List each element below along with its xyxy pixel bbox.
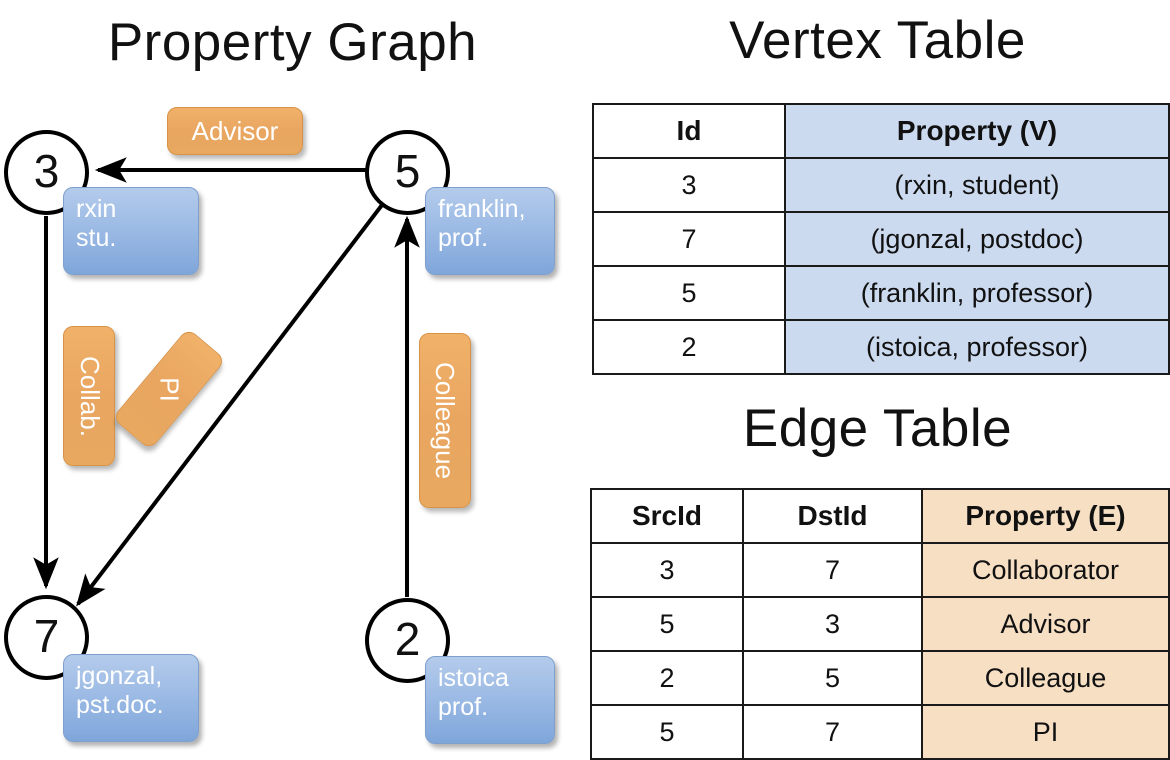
graph-node-7-id: 7 bbox=[33, 610, 60, 662]
edge-cell-dst: 7 bbox=[742, 704, 923, 760]
vertex-cell-property: (jgonzal, postdoc) bbox=[784, 211, 1170, 267]
edge-table-header-srcid: SrcId bbox=[590, 488, 744, 544]
table-row[interactable]: 2 5 Colleague bbox=[590, 650, 1170, 706]
graph-node-5[interactable]: 5 bbox=[365, 130, 450, 215]
graph-node-3-property-box[interactable]: rxin stu. bbox=[63, 187, 199, 275]
table-row[interactable]: 3 (rxin, student) bbox=[592, 157, 1170, 213]
table-row[interactable]: 7 (jgonzal, postdoc) bbox=[592, 211, 1170, 267]
graph-node-5-role: prof. bbox=[438, 223, 489, 252]
vertex-cell-id: 7 bbox=[592, 211, 786, 267]
edge-cell-dst: 3 bbox=[742, 596, 923, 652]
graph-node-2-id: 2 bbox=[394, 613, 421, 665]
graph-node-3-role: stu. bbox=[76, 223, 117, 252]
vertex-table-header-property: Property (V) bbox=[784, 103, 1170, 159]
edge-label-advisor-text: Advisor bbox=[191, 115, 279, 146]
edge-cell-property: Advisor bbox=[921, 596, 1170, 652]
edge-cell-src: 3 bbox=[590, 542, 744, 598]
graph-node-7-role: pst.doc. bbox=[76, 690, 164, 719]
graph-node-3-name: rxin bbox=[76, 195, 117, 223]
graph-node-5-name: franklin, bbox=[438, 195, 526, 223]
graph-node-2-name: istoica bbox=[438, 664, 509, 692]
edge-cell-src: 2 bbox=[590, 650, 744, 706]
vertex-cell-property: (franklin, professor) bbox=[784, 265, 1170, 321]
table-row[interactable]: 3 7 Collaborator bbox=[590, 542, 1170, 598]
vertex-cell-id: 2 bbox=[592, 319, 786, 375]
edge-cell-src: 5 bbox=[590, 596, 744, 652]
graph-node-2-property-box[interactable]: istoica prof. bbox=[425, 656, 555, 744]
edge-cell-property: Colleague bbox=[921, 650, 1170, 706]
graph-node-3-id: 3 bbox=[33, 145, 60, 197]
edge-cell-dst: 5 bbox=[742, 650, 923, 706]
page-title-edge-table: Edge Table bbox=[742, 399, 1013, 458]
vertex-table: Id Property (V) 3 (rxin, student) 7 (jgo… bbox=[592, 103, 1170, 375]
edge-cell-property: Collaborator bbox=[921, 542, 1170, 598]
vertex-table-header-row: Id Property (V) bbox=[592, 103, 1170, 159]
edge-table-header-row: SrcId DstId Property (E) bbox=[590, 488, 1170, 544]
edge-label-advisor[interactable]: Advisor bbox=[167, 107, 303, 155]
edge-table: SrcId DstId Property (E) 3 7 Collaborato… bbox=[590, 488, 1170, 760]
graph-node-7-property-box[interactable]: jgonzal, pst.doc. bbox=[63, 654, 199, 742]
edge-label-collab[interactable]: Collab. bbox=[63, 326, 115, 466]
table-row[interactable]: 5 (franklin, professor) bbox=[592, 265, 1170, 321]
table-row[interactable]: 2 (istoica, professor) bbox=[592, 319, 1170, 375]
edge-table-header-property: Property (E) bbox=[921, 488, 1170, 544]
edge-cell-src: 5 bbox=[590, 704, 744, 760]
page-title-vertex-table: Vertex Table bbox=[729, 11, 1026, 70]
graph-node-5-property-box[interactable]: franklin, prof. bbox=[425, 187, 555, 275]
vertex-cell-id: 5 bbox=[592, 265, 786, 321]
edge-label-colleague-text: Colleague bbox=[430, 361, 461, 480]
graph-node-2[interactable]: 2 bbox=[365, 598, 450, 683]
vertex-cell-id: 3 bbox=[592, 157, 786, 213]
vertex-cell-property: (istoica, professor) bbox=[784, 319, 1170, 375]
page-title-property-graph: Property Graph bbox=[107, 13, 478, 72]
graph-edges bbox=[33, 157, 420, 607]
vertex-cell-property: (rxin, student) bbox=[784, 157, 1170, 213]
edge-label-colleague[interactable]: Colleague bbox=[419, 333, 471, 508]
edge-label-pi-text: PI bbox=[154, 376, 185, 402]
edge-table-header-dstid: DstId bbox=[742, 488, 923, 544]
edge-cell-property: PI bbox=[921, 704, 1170, 760]
edge-label-collab-text: Collab. bbox=[74, 355, 105, 437]
table-row[interactable]: 5 7 PI bbox=[590, 704, 1170, 760]
graph-node-5-id: 5 bbox=[394, 145, 421, 197]
graph-node-2-role: prof. bbox=[438, 692, 489, 721]
graph-node-7-name: jgonzal, bbox=[76, 662, 163, 690]
edge-cell-dst: 7 bbox=[742, 542, 923, 598]
vertex-table-header-id: Id bbox=[592, 103, 786, 159]
edge-5-to-7 bbox=[76, 203, 384, 607]
table-row[interactable]: 5 3 Advisor bbox=[590, 596, 1170, 652]
